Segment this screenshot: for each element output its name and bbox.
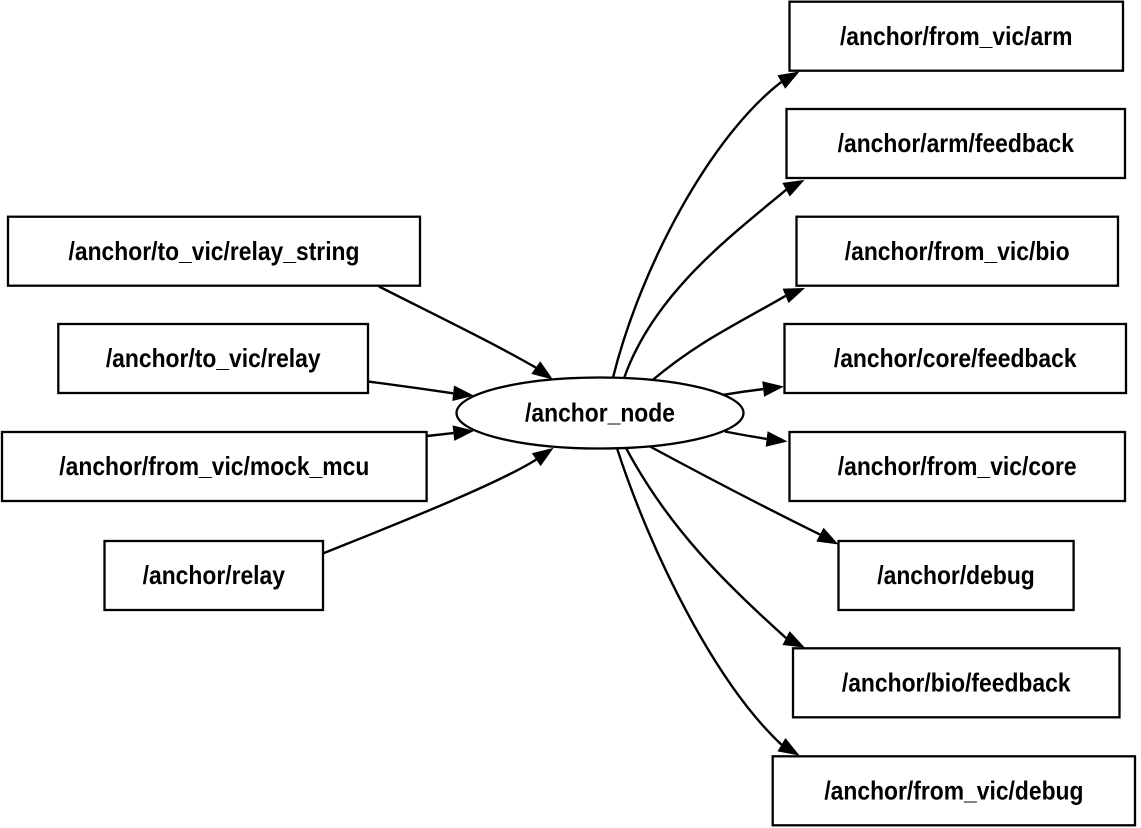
svg-text:/anchor/relay: /anchor/relay [143, 562, 286, 591]
svg-text:/anchor_node: /anchor_node [525, 399, 675, 428]
svg-text:/anchor/to_vic/relay: /anchor/to_vic/relay [106, 345, 321, 374]
svg-text:/anchor/from_vic/core: /anchor/from_vic/core [838, 453, 1077, 482]
svg-text:/anchor/from_vic/mock_mcu: /anchor/from_vic/mock_mcu [59, 453, 369, 482]
svg-text:/anchor/arm/feedback: /anchor/arm/feedback [838, 130, 1075, 159]
svg-text:/anchor/debug: /anchor/debug [877, 562, 1034, 591]
svg-text:/anchor/core/feedback: /anchor/core/feedback [834, 345, 1077, 374]
svg-text:/anchor/to_vic/relay_string: /anchor/to_vic/relay_string [69, 238, 360, 267]
svg-text:/anchor/from_vic/bio: /anchor/from_vic/bio [845, 238, 1070, 267]
svg-text:/anchor/from_vic/debug: /anchor/from_vic/debug [824, 777, 1083, 806]
svg-text:/anchor/bio/feedback: /anchor/bio/feedback [842, 669, 1071, 698]
svg-text:/anchor/from_vic/arm: /anchor/from_vic/arm [840, 23, 1073, 52]
